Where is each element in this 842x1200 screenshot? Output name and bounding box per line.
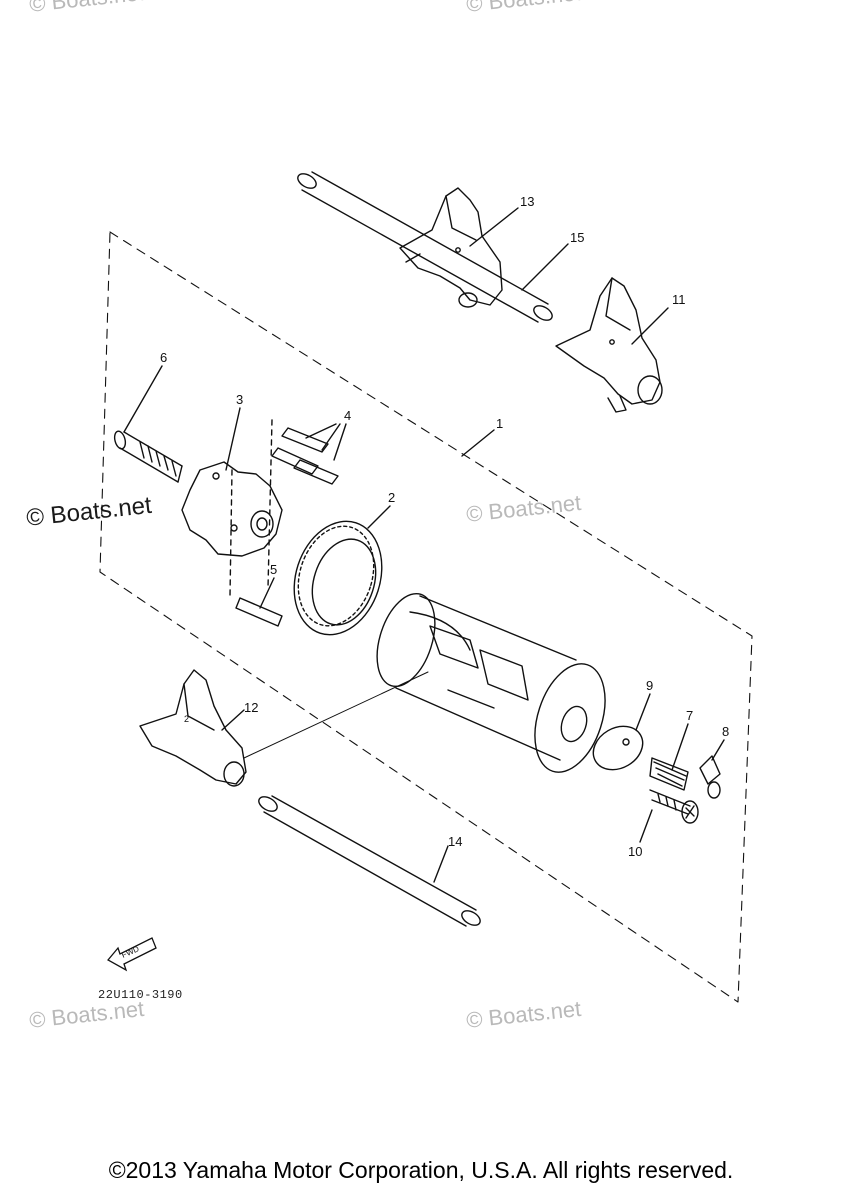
part-label-2: 2 [388,490,395,505]
part-label-3: 3 [236,392,243,407]
diagram-code: 22U110-3190 [98,988,183,1002]
part-label-12: 12 [244,700,258,715]
part-label-8: 8 [722,724,729,739]
leader-fork-to-drum [243,671,429,759]
screw-10 [649,789,699,824]
part-label-10: 10 [628,844,642,859]
part-label-15: 15 [570,230,584,245]
spring-7 [649,757,689,791]
shift-fork-11 [555,277,663,413]
part-label-7: 7 [686,708,693,723]
shift-fork-shaft-lower [258,795,481,927]
part-labels: 1 2 3 4 5 6 7 8 9 10 11 12 13 14 15 [160,194,729,859]
shift-drum [376,592,606,773]
plate-9 [592,725,644,771]
shift-fork-13 [399,187,503,308]
part-label-11: 11 [672,292,686,307]
part-label-4: 4 [344,408,351,423]
dowel-pins-4 [271,427,339,485]
bolt-6 [113,430,183,483]
part-label-5: 5 [270,562,277,577]
pin-5 [235,597,283,627]
part-label-13: 13 [520,194,534,209]
svg-text:2: 2 [184,714,189,724]
shift-fork-12: 2 [139,669,247,787]
part-label-14: 14 [448,834,462,849]
segment-3 [181,461,283,557]
part-label-1: 1 [496,416,503,431]
assembly-boundary [99,231,753,1003]
part-label-9: 9 [646,678,653,693]
bearing-2 [293,520,383,636]
copyright-footer: ©2013 Yamaha Motor Corporation, U.S.A. A… [108,1157,734,1183]
exploded-view: 2 [99,171,753,1003]
shift-fork-shaft-upper [297,171,553,323]
part-label-6: 6 [160,350,167,365]
fwd-arrow-icon: FWD [106,937,157,972]
plunger-8 [699,755,721,799]
